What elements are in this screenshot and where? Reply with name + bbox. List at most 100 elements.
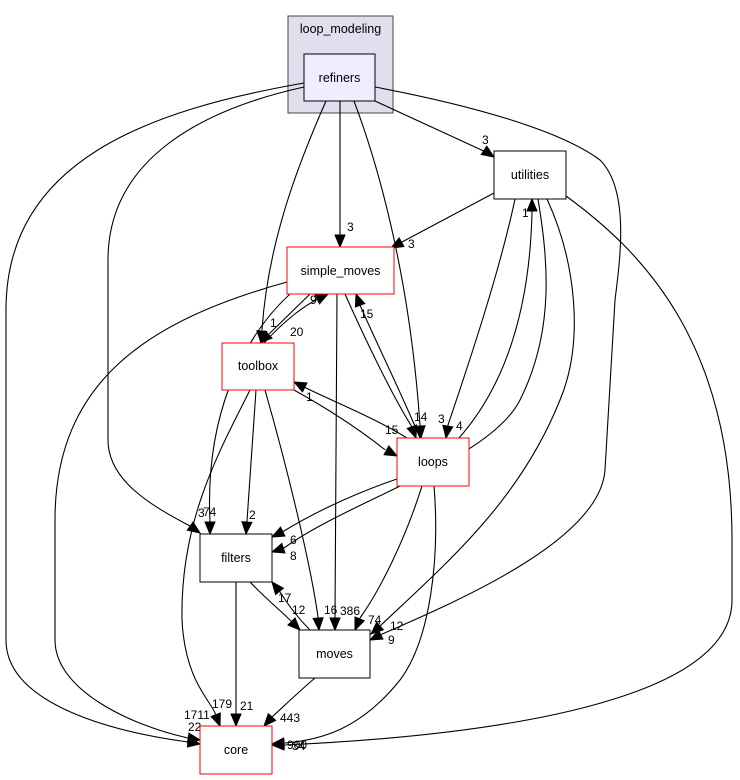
edge-refiners-to-filters[interactable]: 3 <box>107 86 305 534</box>
arrowhead-icon <box>329 617 341 632</box>
arrowhead-icon <box>314 293 330 305</box>
edge-label[interactable]: 2 <box>249 508 256 522</box>
node-core[interactable]: core <box>199 725 273 775</box>
arrowhead-icon <box>354 292 366 308</box>
arrowhead-icon <box>389 236 405 249</box>
node-label: utilities <box>511 168 549 182</box>
edge-label[interactable]: 443 <box>280 711 300 725</box>
edge-label[interactable]: 34 <box>292 739 306 753</box>
arrowhead-icon <box>230 713 242 728</box>
edge-label[interactable]: 20 <box>290 325 304 339</box>
edge-label[interactable]: 9 <box>388 633 395 647</box>
arrowhead-icon <box>287 617 301 631</box>
edge-label[interactable]: 15 <box>360 307 374 321</box>
edge-label[interactable]: 74 <box>203 505 217 519</box>
node-refiners[interactable]: refiners <box>303 53 376 102</box>
edge-toolbox-to-moves[interactable]: 16 <box>264 389 338 632</box>
edge-utilities-to-filters[interactable]: 8 <box>270 198 547 563</box>
arrowhead-icon <box>186 732 202 744</box>
edge-label[interactable]: 21 <box>240 699 254 713</box>
edge-label[interactable]: 22 <box>188 720 202 734</box>
edge-label[interactable]: 1 <box>522 206 529 220</box>
edge-refiners-to-moves[interactable]: 9 <box>368 86 622 647</box>
arrowhead-icon <box>241 521 253 536</box>
arrowhead-icon <box>292 381 308 393</box>
node-box <box>221 342 295 391</box>
edge-loops-to-core[interactable]: 900 <box>270 485 437 752</box>
edge-refiners-to-utilities[interactable]: 3 <box>374 100 496 158</box>
edge-loops-to-simple_moves[interactable]: 15 <box>354 292 421 439</box>
arrowhead-icon <box>270 526 286 538</box>
edge-label[interactable]: 3 <box>482 133 489 147</box>
edge-line <box>278 590 311 631</box>
edges-layer: 3313392234812342014743861711915216179115… <box>5 82 733 753</box>
edge-loops-to-toolbox[interactable]: 1 <box>292 381 411 441</box>
edge-refiners-to-simple_moves[interactable]: 3 <box>334 101 354 249</box>
edge-label[interactable]: 15 <box>385 423 399 437</box>
edge-line <box>378 198 575 628</box>
edge-label[interactable]: 9 <box>310 293 317 307</box>
node-label: loops <box>418 455 448 469</box>
arrowhead-icon <box>370 621 385 635</box>
edge-label[interactable]: 6 <box>290 533 297 547</box>
node-label: core <box>224 743 248 757</box>
node-utilities[interactable]: utilities <box>493 150 567 200</box>
edge-label[interactable]: 4 <box>456 419 463 433</box>
edge-loops-to-filters[interactable]: 6 <box>270 478 398 547</box>
edge-line <box>302 386 411 441</box>
edge-label[interactable]: 74 <box>368 613 382 627</box>
edge-moves-to-filters[interactable]: 17 <box>271 580 311 631</box>
edge-toolbox-to-core[interactable]: 179 <box>181 389 251 728</box>
node-box <box>493 150 567 200</box>
edge-simple_moves-to-moves[interactable]: 386 <box>329 293 360 632</box>
edge-line <box>282 478 398 533</box>
edge-filters-to-core[interactable]: 21 <box>230 582 254 728</box>
edge-label[interactable]: 12 <box>292 603 306 617</box>
edge-label[interactable]: 386 <box>340 604 360 618</box>
edge-label[interactable]: 1 <box>306 390 313 404</box>
edge-utilities-to-simple_moves[interactable]: 3 <box>389 192 495 251</box>
edge-label[interactable]: 179 <box>212 697 232 711</box>
edge-moves-to-core[interactable]: 443 <box>263 677 316 727</box>
arrowhead-icon <box>263 712 277 727</box>
edge-label[interactable]: 3 <box>198 506 205 520</box>
edge-label[interactable]: 3 <box>438 412 445 426</box>
edge-label[interactable]: 12 <box>390 619 404 633</box>
edge-label[interactable]: 3 <box>347 220 354 234</box>
edge-line <box>283 195 733 746</box>
edge-label[interactable]: 8 <box>290 549 297 563</box>
edge-loops-to-moves[interactable]: 74 <box>354 485 423 632</box>
edge-toolbox-to-loops[interactable]: 15 <box>293 389 399 457</box>
edge-label[interactable]: 1 <box>270 316 277 330</box>
edge-filters-to-moves[interactable]: 12 <box>249 581 306 631</box>
node-label: moves <box>316 647 353 661</box>
edge-label[interactable]: 17 <box>278 591 292 605</box>
edge-label[interactable]: 900 <box>287 738 307 752</box>
edge-label[interactable]: 1711 <box>184 708 210 722</box>
node-moves[interactable]: moves <box>298 629 371 679</box>
edge-line <box>283 485 437 744</box>
arrowhead-icon <box>210 712 221 728</box>
node-simple_moves[interactable]: simple_moves <box>286 246 395 295</box>
node-box <box>396 437 470 487</box>
edge-line <box>264 389 319 619</box>
edge-line <box>208 293 291 523</box>
edge-toolbox-to-filters[interactable]: 2 <box>241 389 257 536</box>
edge-simple_moves-to-loops[interactable]: 14 <box>344 293 428 440</box>
edge-label[interactable]: 16 <box>324 603 338 617</box>
edge-simple_moves-to-core[interactable]: 1711 <box>54 281 288 744</box>
node-filters[interactable]: filters <box>199 533 273 583</box>
edge-simple_moves-to-filters[interactable]: 74 <box>203 293 291 536</box>
edge-utilities-to-loops[interactable]: 4 <box>442 198 516 440</box>
node-toolbox[interactable]: toolbox <box>221 342 295 391</box>
node-loops[interactable]: loops <box>396 437 470 487</box>
edge-label[interactable]: 3 <box>408 237 415 251</box>
node-label: refiners <box>319 71 361 85</box>
edge-line <box>344 293 413 429</box>
edge-refiners-to-core[interactable]: 22 <box>5 82 305 748</box>
edge-loops-to-utilities[interactable]: 1 <box>458 197 538 439</box>
edge-utilities-to-moves[interactable]: 12 <box>370 198 575 635</box>
edge-label[interactable]: 14 <box>414 410 428 424</box>
edge-line <box>181 389 251 715</box>
edge-simple_moves-to-toolbox[interactable]: 20 <box>259 293 311 344</box>
